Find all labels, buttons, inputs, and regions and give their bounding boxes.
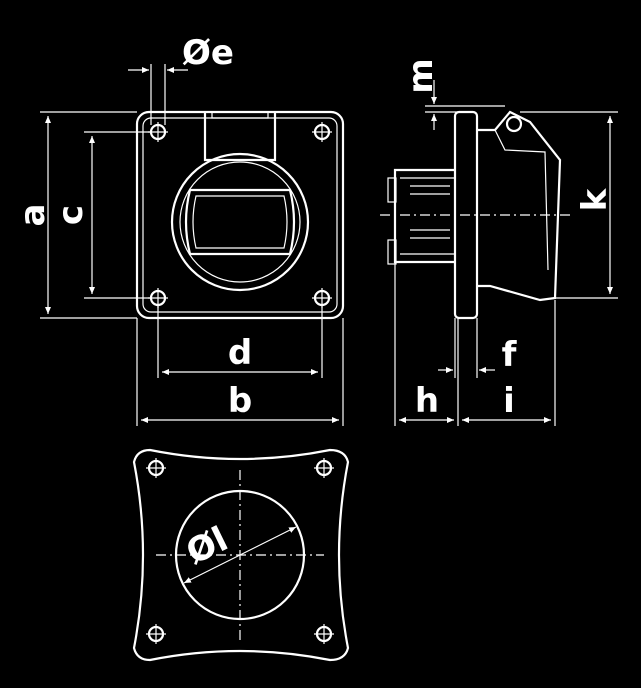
front-view: a c Øe d b	[13, 33, 345, 426]
dimension-m: m	[401, 58, 505, 130]
side-view: m k f h i	[380, 58, 618, 426]
cover-hinge-detail	[211, 112, 269, 119]
socket-inner-ring	[179, 161, 301, 283]
cover-hinge	[203, 112, 277, 162]
label-d: d	[228, 333, 252, 373]
label-c: c	[51, 205, 91, 225]
dimension-c: c	[51, 131, 150, 299]
mounting-holes-cutout	[146, 458, 334, 644]
side-rear-lug-bottom	[387, 239, 397, 265]
label-b: b	[228, 381, 252, 421]
dimension-h-i: h i	[394, 262, 556, 426]
cutout-outline	[132, 448, 350, 662]
front-plate-outline	[135, 110, 345, 320]
cutout-view: Øl	[132, 448, 350, 662]
side-lid-housing	[477, 110, 562, 302]
side-ribs	[410, 185, 450, 239]
socket-outer-ring	[170, 152, 310, 292]
dimension-e: Øe	[128, 33, 234, 125]
mounting-holes-front	[148, 122, 332, 308]
socket-window-inner	[192, 195, 288, 249]
dimension-k: k	[520, 111, 618, 299]
side-hinge-pin	[505, 115, 523, 133]
label-a: a	[13, 204, 53, 227]
label-l: Øl	[180, 519, 234, 573]
label-m: m	[401, 58, 441, 93]
side-lid-detail	[494, 129, 549, 271]
dimension-b: b	[136, 318, 344, 426]
label-e: Øe	[182, 33, 234, 73]
side-rear-lines	[400, 177, 455, 255]
side-rear-body	[393, 168, 455, 264]
dimension-d: d	[157, 306, 323, 378]
label-k: k	[575, 187, 615, 211]
side-rear-lug-top	[387, 177, 397, 203]
label-h: h	[415, 381, 439, 421]
label-i: i	[503, 381, 515, 421]
dimension-a: a	[13, 111, 137, 319]
cutout-diameter-line	[183, 526, 297, 584]
label-f: f	[502, 335, 518, 375]
dimension-f: f	[438, 318, 518, 378]
socket-window	[184, 188, 296, 256]
